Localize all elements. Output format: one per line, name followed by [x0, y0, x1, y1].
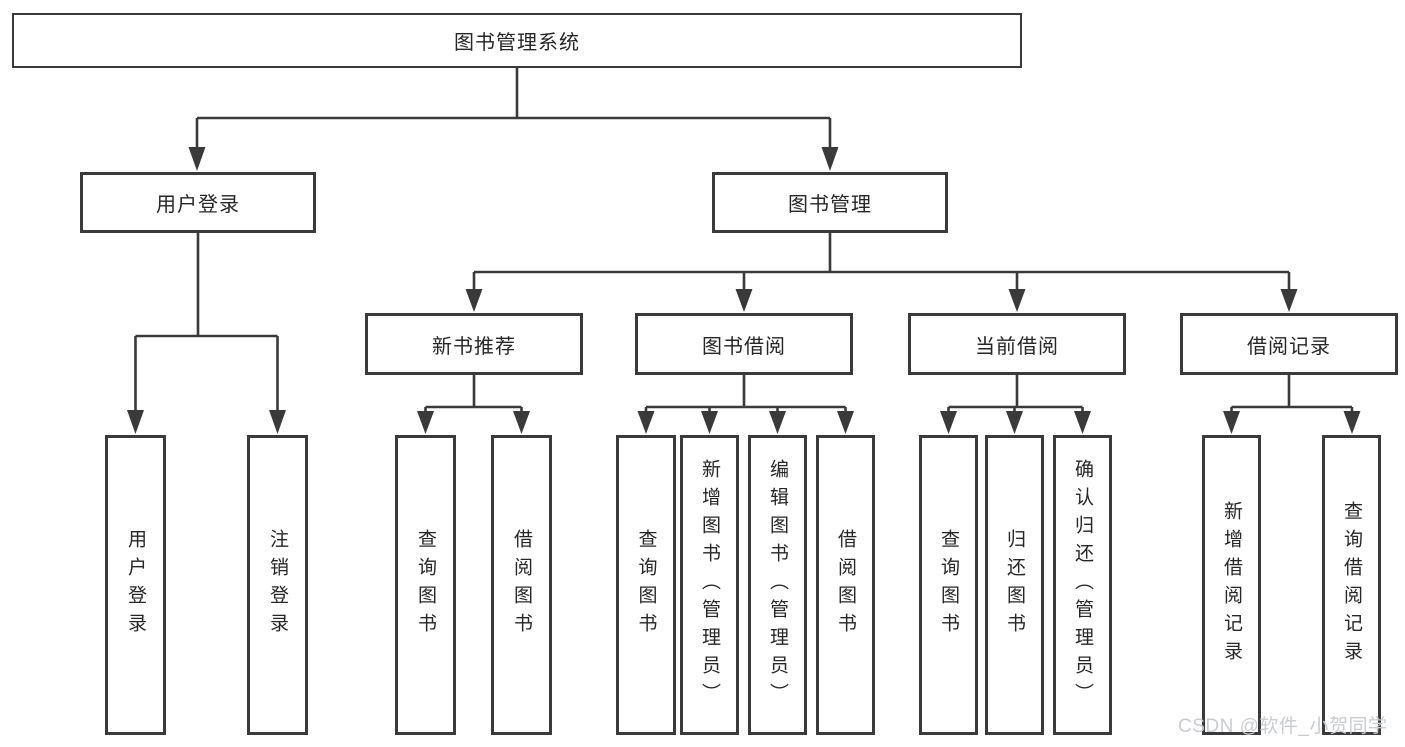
node-label: 借阅记录	[1247, 335, 1331, 358]
node-label: 新书推荐	[432, 335, 516, 358]
node-book-borrow: 图书借阅	[635, 313, 853, 375]
leaf-confirm-return-admin: 确认归还（管理员）	[1053, 435, 1112, 735]
node-label: 图书管理	[788, 194, 872, 216]
leaf-logout: 注销登录	[247, 435, 308, 735]
node-label: 借阅图书	[511, 529, 532, 641]
leaf-add-borrow-record: 新增借阅记录	[1202, 435, 1261, 735]
node-label: 注销登录	[267, 529, 288, 641]
leaf-add-book-admin: 新增图书（管理员）	[680, 435, 739, 735]
leaf-query-books: 查询图书	[395, 435, 456, 735]
leaf-return-books: 归还图书	[985, 435, 1044, 735]
node-current-borrow: 当前借阅	[908, 313, 1126, 375]
node-label: 确认归还（管理员）	[1072, 459, 1093, 711]
node-book-management: 图书管理	[712, 172, 948, 233]
node-label: 归还图书	[1004, 529, 1025, 641]
node-new-book-recommend: 新书推荐	[365, 313, 583, 375]
node-label: 图书管理系统	[454, 32, 580, 54]
leaf-borrow-books: 借阅图书	[491, 435, 552, 735]
csdn-watermark: CSDN @软件_小贺同学	[1178, 716, 1388, 737]
leaf-edit-book-admin: 编辑图书（管理员）	[748, 435, 807, 735]
leaf-user-login: 用户登录	[105, 435, 166, 735]
leaf-query-borrow-record: 查询借阅记录	[1322, 435, 1381, 735]
node-label: 查询借阅记录	[1341, 501, 1362, 669]
node-label: 新增图书（管理员）	[699, 459, 720, 711]
node-label: 当前借阅	[975, 335, 1059, 358]
node-label: 用户登录	[125, 529, 146, 641]
node-library-management-system: 图书管理系统	[12, 13, 1022, 68]
leaf-query-books: 查询图书	[616, 435, 676, 735]
node-borrow-records: 借阅记录	[1180, 313, 1398, 375]
node-label: 新增借阅记录	[1221, 501, 1242, 669]
leaf-borrow-books: 借阅图书	[816, 435, 875, 735]
node-label: 借阅图书	[835, 529, 856, 641]
node-label: 图书借阅	[702, 335, 786, 358]
leaf-query-books: 查询图书	[919, 435, 978, 735]
node-user-login: 用户登录	[80, 172, 316, 233]
node-label: 查询图书	[938, 529, 959, 641]
node-label: 查询图书	[415, 529, 436, 641]
node-label: 查询图书	[635, 529, 657, 641]
node-label: 编辑图书（管理员）	[767, 459, 788, 711]
node-label: 用户登录	[156, 194, 240, 216]
